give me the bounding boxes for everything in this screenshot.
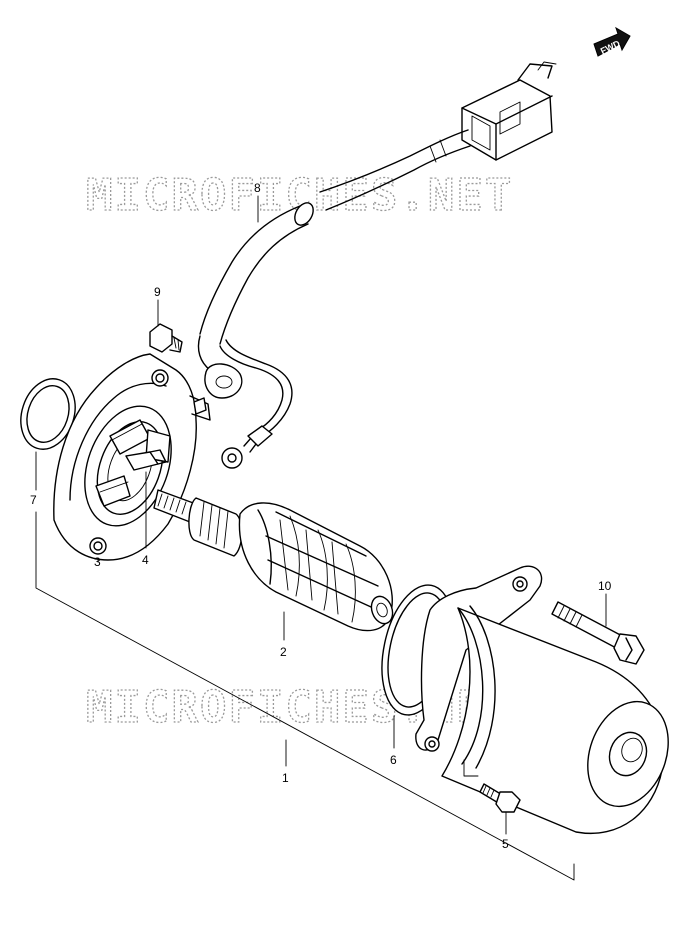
callout-10: 10 xyxy=(598,579,612,593)
fwd-arrow-icon: FWD xyxy=(593,26,631,57)
assembly-bracket xyxy=(35,511,575,881)
callout-7: 7 xyxy=(30,493,37,507)
callout-9: 9 xyxy=(154,285,161,299)
callout-2: 2 xyxy=(280,645,287,659)
callout-4: 4 xyxy=(142,553,149,567)
callout-5: 5 xyxy=(502,837,509,851)
callout-8: 8 xyxy=(254,181,261,195)
callout-6: 6 xyxy=(390,753,397,767)
brush-4 xyxy=(125,449,167,549)
callout-3: 3 xyxy=(94,555,101,569)
armature-2 xyxy=(153,489,394,641)
o-ring-7 xyxy=(20,378,76,491)
screw-5 xyxy=(479,783,521,835)
callout-1: 1 xyxy=(282,771,289,785)
yoke-housing xyxy=(415,565,669,834)
bolt-9 xyxy=(149,299,183,353)
long-bolt-10 xyxy=(551,593,645,665)
lead-wire-harness xyxy=(197,61,557,469)
